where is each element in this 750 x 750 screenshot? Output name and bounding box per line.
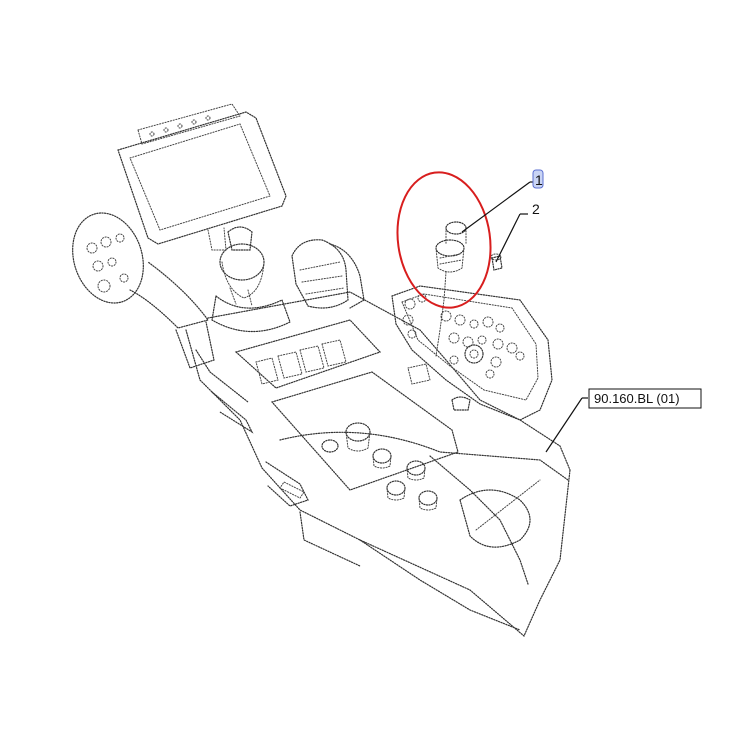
left-control-pod	[72, 212, 215, 369]
callout-1-label: 1	[535, 172, 543, 188]
button-panel	[391, 285, 553, 421]
throttle-lever	[291, 239, 365, 309]
highlight-circle	[396, 171, 492, 309]
console-knobs	[321, 422, 438, 511]
monitor-display	[117, 103, 287, 251]
console-body	[185, 291, 571, 637]
joystick	[211, 226, 291, 333]
callout-1-highlight	[532, 169, 544, 189]
part-1-connector	[435, 221, 467, 357]
reference-callout: 90.160.BL (01)	[545, 388, 702, 453]
callout-1: 1	[461, 169, 544, 233]
callout-2-label: 2	[532, 201, 540, 217]
callout-2: 2	[495, 201, 540, 263]
reference-label: 90.160.BL (01)	[594, 391, 680, 406]
reference-box	[588, 388, 702, 409]
